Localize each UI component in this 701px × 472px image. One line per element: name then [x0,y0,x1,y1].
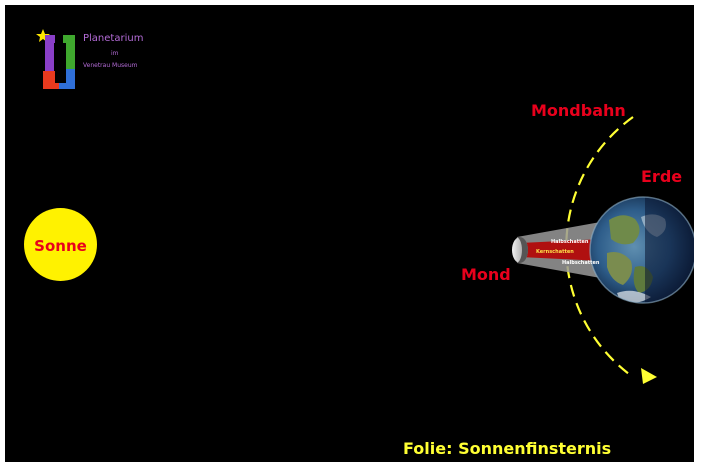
logo-line-2: im [111,50,119,57]
moon-label: Mond [461,265,511,284]
earth [590,197,694,303]
logo-line-3: Venetrau Museum [83,62,138,69]
slide-canvas: Planetarium im Venetrau Museum Sonne [5,5,694,462]
logo-title: Planetarium [83,33,144,44]
sun [24,208,97,281]
slide-caption: Folie: Sonnenfinsternis [403,439,612,458]
eclipse-diagram [512,116,694,384]
earth-label: Erde [641,167,683,186]
umbra-cone [520,239,603,261]
planetarium-logo: Planetarium im Venetrau Museum [35,27,185,99]
moon-orbit-path [565,116,634,378]
planetarium-logo-icon [36,29,75,89]
penumbra-label-bottom: Halbschatten [562,260,600,266]
orbit-label: Mondbahn [531,101,626,120]
penumbra-label-top: Halbschatten [551,239,589,245]
orbit-arrow-icon [641,368,657,384]
sun-label: Sonne [34,237,87,255]
umbra-label: Kernschatten [536,249,574,255]
